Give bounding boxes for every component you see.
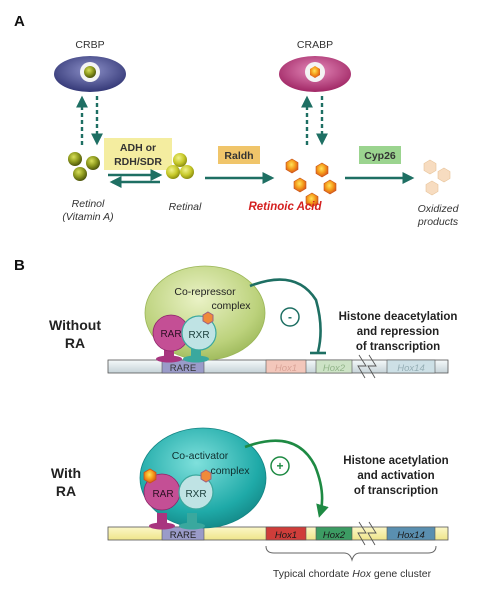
without-ra-label-2: RA <box>65 335 85 351</box>
hox1-label-2: Hox1 <box>275 530 297 541</box>
without-ra-label: Without <box>49 317 101 333</box>
coactivator-label-2: complex <box>210 465 250 477</box>
rare-label-2: RARE <box>170 530 196 541</box>
plus-symbol <box>270 456 290 476</box>
repression-text: Histone deacetylation <box>339 311 458 323</box>
enzyme-raldh-label: Raldh <box>224 150 253 162</box>
oxidized-label: Oxidized <box>418 203 460 215</box>
activation-text-3: of transcription <box>354 485 438 497</box>
oxidized-products-molecules <box>423 159 451 196</box>
retinol-retinal-arrows <box>108 169 163 188</box>
retinoic-acid-molecules <box>285 158 337 208</box>
coactivator-label: Co-activator <box>172 450 229 462</box>
activation-text-2: and activation <box>357 470 434 482</box>
hox-cluster-caption: Typical chordate Hox gene cluster <box>273 568 432 580</box>
repression-text-3: of transcription <box>356 341 440 353</box>
enzyme-cyp26-box <box>359 146 401 164</box>
panel-b-letter: B <box>14 257 25 274</box>
dna-strand-with-ra <box>107 521 449 546</box>
rxr-receptor-1 <box>181 311 217 363</box>
crbp-protein <box>54 56 126 92</box>
retinol-sublabel: (Vitamin A) <box>62 211 113 223</box>
corepressor-label: Co-repressor <box>174 286 236 298</box>
minus-symbol <box>280 307 300 327</box>
crabp-binding-arrows <box>301 95 328 146</box>
oxidized-sublabel: products <box>417 216 459 228</box>
minus-symbol-text: - <box>288 310 292 324</box>
panel-a-letter: A <box>14 13 25 30</box>
hox2-label-1: Hox2 <box>323 363 346 374</box>
enzyme-raldh-box <box>218 146 260 164</box>
crbp-binding-arrows <box>76 95 103 146</box>
enzyme-cyp26-label: Cyp26 <box>364 150 396 162</box>
rare-label-1: RARE <box>170 363 196 374</box>
retinal-molecules <box>166 153 194 179</box>
hox1-label-1: Hox1 <box>275 363 297 374</box>
crabp-label: CRABP <box>297 39 333 51</box>
plus-symbol-text: + <box>276 459 283 473</box>
crbp-label: CRBP <box>75 39 104 51</box>
retinol-molecules <box>68 152 100 181</box>
with-ra-label-2: RA <box>56 483 76 499</box>
corepressor-label-2: complex <box>211 300 251 312</box>
rar-receptor-2 <box>143 468 181 530</box>
hox-cluster-brace <box>265 545 437 562</box>
rxr-label-2: RXR <box>185 489 206 500</box>
activation-text: Histone acetylation <box>343 455 448 467</box>
hox2-label-2: Hox2 <box>323 530 346 541</box>
enzyme-adh-line2: RDH/SDR <box>114 156 162 168</box>
repression-text-2: and repression <box>357 326 439 338</box>
activation-arrow <box>244 439 329 518</box>
rar-label-1: RAR <box>160 329 181 340</box>
with-ra-label: With <box>51 465 81 481</box>
crabp-protein <box>279 56 351 92</box>
retinoic-acid-label: Retinoic Acid <box>248 201 322 213</box>
rxr-receptor-2 <box>178 469 214 530</box>
retinal-label: Retinal <box>169 201 202 213</box>
rar-label-2: RAR <box>152 489 173 500</box>
dna-strand-without-ra <box>107 354 449 379</box>
hox14-label-2: Hox14 <box>397 530 424 541</box>
repression-curve <box>249 278 322 353</box>
enzyme-adh-line1: ADH or <box>120 142 156 154</box>
enzyme-adh-box <box>104 138 172 170</box>
rxr-label-1: RXR <box>188 330 209 341</box>
rar-receptor-1 <box>152 314 190 363</box>
hox14-label-1: Hox14 <box>397 363 424 374</box>
retinol-label: Retinol <box>72 198 105 210</box>
